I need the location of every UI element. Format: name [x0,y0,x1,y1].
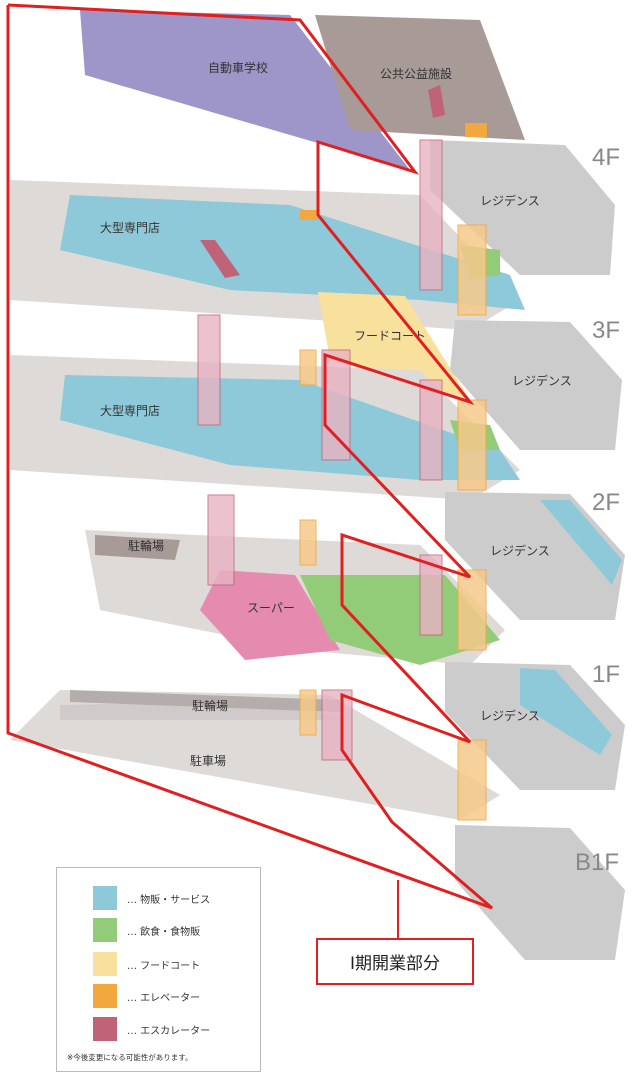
residence-4f [430,140,615,275]
label-residence-2f: レジデンス [490,543,550,558]
legend-item-food-court: … フードコート [93,952,200,976]
escalator-shaft [321,689,353,761]
phase1-label: Ⅰ期開業部分 [316,938,474,985]
legend-swatch-elevator [93,984,117,1008]
legend-item-escalator: … エスカレーター [93,1017,210,1041]
retail-3f [60,195,525,310]
label-bike-1f: 駐輪場 [128,538,164,553]
elevator-shaft [299,519,317,566]
label-supermarket: スーパー [247,601,295,615]
bike-parking-b1 [70,690,340,712]
escalator-shafts [197,139,443,761]
floor-plate-b1 [10,690,500,820]
legend-label-elevator: … エレベーター [127,992,201,1004]
escalator-4f [428,85,445,118]
escalator-shaft [419,379,443,481]
retail-residence-1f [520,668,612,755]
elevator-shaft [457,739,487,821]
legend-label-retail: … 物販・サービス [127,894,211,906]
elevator-3f [300,210,318,220]
label-residence-4f: レジデンス [480,193,540,208]
legend-swatch-restaurant [93,918,117,942]
elevator-shaft [457,569,487,651]
residence-1f [445,662,625,790]
floor-label-1f: 1F [592,661,620,688]
elevator-shaft [299,689,317,736]
floor-label-b1f: B1F [575,849,619,876]
legend-note: ※今後変更になる可能性があります。 [67,1053,193,1062]
label-specialty-3f: 大型専門店 [100,404,160,418]
label-parking: 駐車場 [190,753,226,768]
residence-3f [450,320,622,450]
legend-item-retail: … 物販・サービス [93,886,210,910]
elevator-shaft [457,224,487,316]
floor-label-4f: 4F [592,144,620,171]
legend-swatch-retail [93,886,117,910]
floor-label-2f: 2F [592,489,620,516]
phase1-outline [6,3,493,910]
escalator-shaft [207,494,235,586]
retail-residence-2f [540,500,622,585]
supermarket-area [200,570,340,660]
retail-2f [60,375,520,480]
elevator-shaft [299,349,317,386]
escalator-3f [200,240,240,278]
elevator-shaft [457,399,487,491]
foodcourt-area [318,292,470,400]
label-driving-school: 自動車学校 [208,60,268,75]
legend-item-elevator: … エレベーター [93,984,200,1008]
label-residence-1f: レジデンス [480,708,540,723]
floor-label-3f: 3F [592,317,620,344]
legend-label-escalator: … エスカレーター [127,1025,211,1037]
label-residence-3f: レジデンス [512,373,572,388]
legend-label-food-court: … フードコート [127,960,201,972]
label-public-facility: 公共公益施設 [380,66,452,81]
label-bike-b1: 駐輪場 [192,698,228,713]
restaurant-1f [300,575,500,665]
escalator-shaft [197,314,221,426]
legend-item-restaurant: … 飲食・食物販 [93,918,200,942]
elevator-shafts [299,224,487,821]
label-specialty-4f: 大型専門店 [100,221,160,235]
floor-b1-lower [455,825,625,960]
label-food-court: フードコート [354,329,426,343]
bike-parking-1f [95,535,180,560]
driving-school-area [80,10,410,170]
elevator-4f [465,123,487,137]
legend-label-restaurant: … 飲食・食物販 [127,926,201,938]
legend-swatch-escalator [93,1017,117,1041]
legend: … 物販・サービス … 飲食・食物販 … フードコート … エレベーター … エ… [56,867,261,1072]
escalator-shaft [419,554,443,636]
escalator-shaft [321,349,351,461]
escalator-shaft [419,139,443,291]
legend-swatch-food-court [93,952,117,976]
